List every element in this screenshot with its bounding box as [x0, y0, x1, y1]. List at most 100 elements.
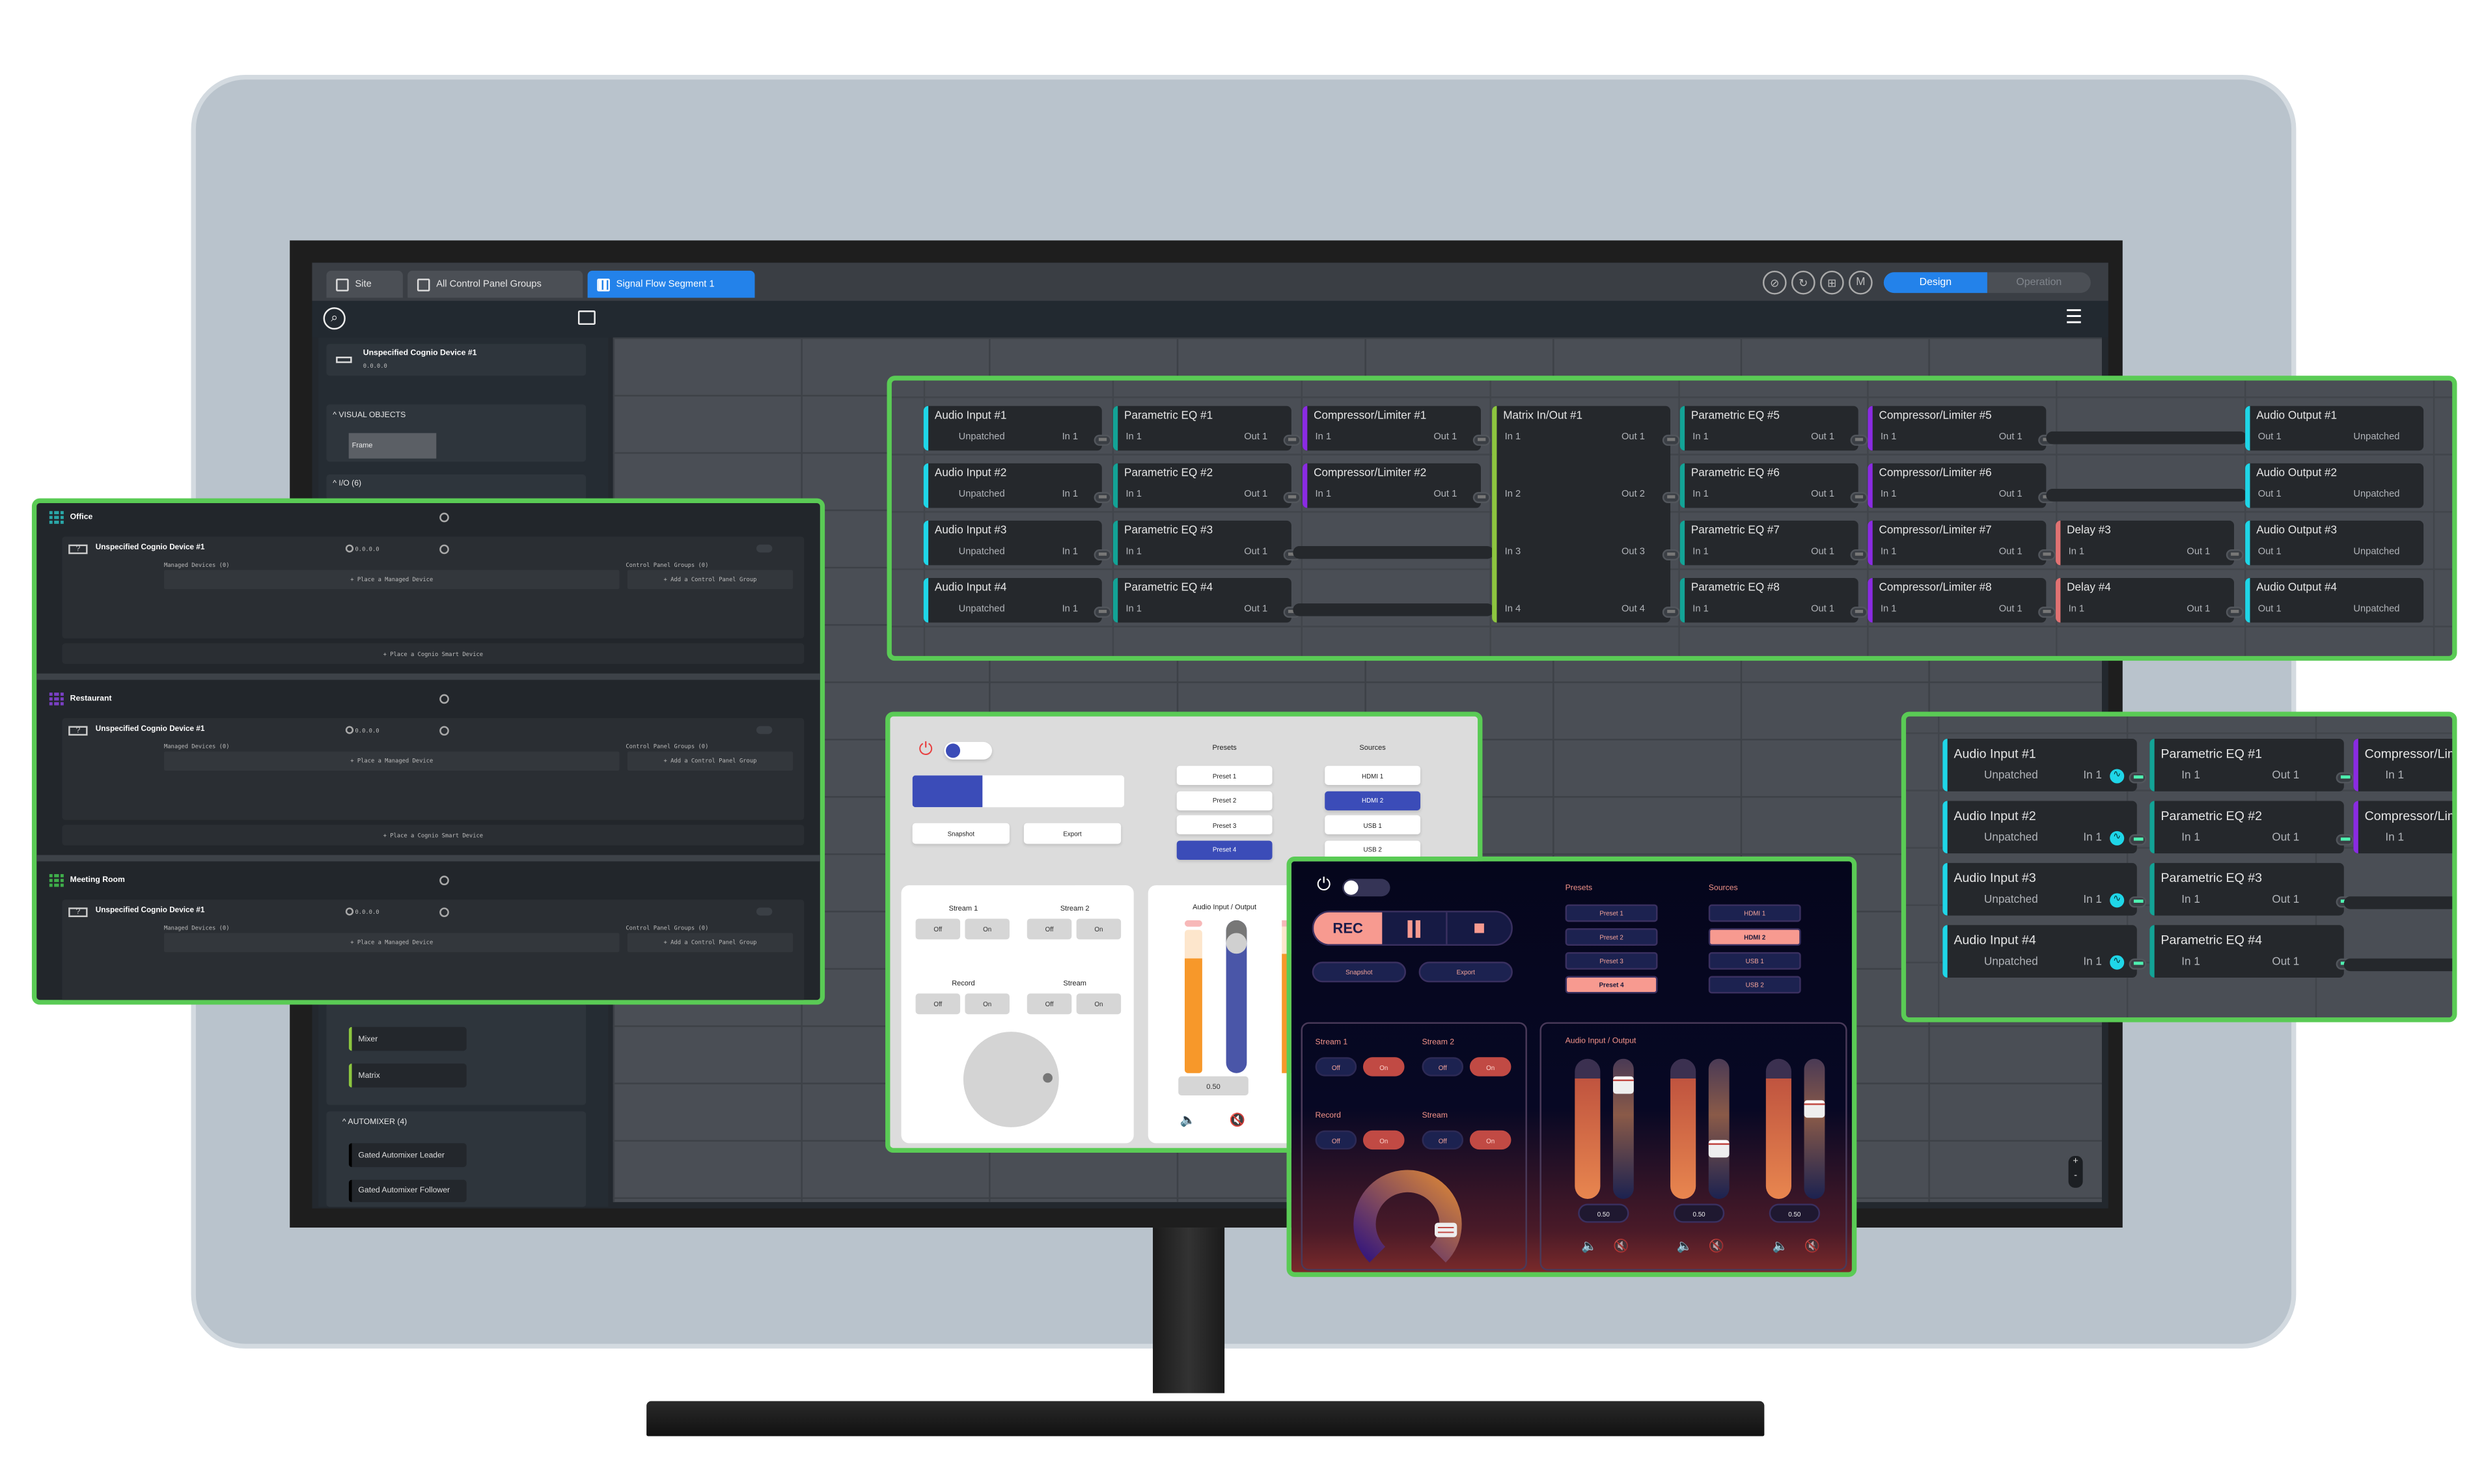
mute-icon[interactable]: 🔇 — [1613, 1239, 1629, 1254]
mute-icon[interactable]: 🔇 — [1229, 1112, 1245, 1127]
gauge-thumb[interactable] — [1435, 1222, 1457, 1237]
output-port[interactable] — [1850, 491, 1868, 502]
source-button[interactable]: HDMI 2 — [1325, 790, 1421, 810]
off-button[interactable]: Off — [1315, 1130, 1357, 1150]
on-button[interactable]: On — [1469, 1130, 1511, 1150]
output-port[interactable] — [2336, 771, 2354, 783]
volume-fader[interactable] — [1804, 1058, 1825, 1199]
fader-thumb[interactable] — [1804, 1101, 1825, 1119]
rotary-gauge[interactable] — [1352, 1156, 1463, 1267]
source-button[interactable]: HDMI 2 — [1708, 928, 1801, 946]
settings-circle-icon[interactable] — [439, 512, 449, 523]
output-port[interactable] — [1283, 433, 1301, 445]
output-port[interactable] — [2336, 833, 2354, 845]
output-port[interactable] — [2038, 548, 2056, 560]
sidebar-device-card[interactable]: Unspecified Cognio Device #1 0.0.0.0 — [326, 344, 586, 376]
zoom-in-button[interactable]: + — [2073, 1157, 2078, 1168]
preset-button[interactable]: Preset 2 — [1176, 790, 1273, 810]
output-port[interactable] — [1662, 433, 1680, 445]
power-icon[interactable]: ⏻ — [1317, 875, 1331, 895]
mute-icon[interactable]: 🔇 — [1804, 1239, 1820, 1254]
export-button[interactable]: Export — [1418, 961, 1513, 983]
power-icon[interactable]: ⏻ — [918, 740, 933, 760]
output-port[interactable] — [1850, 433, 1868, 445]
fader-thumb[interactable] — [1226, 933, 1247, 955]
off-button[interactable]: Off — [1027, 993, 1072, 1015]
add-control-panel-group-button[interactable]: + Add a Control Panel Group — [627, 933, 794, 952]
output-port[interactable] — [2129, 771, 2147, 783]
waveform-icon[interactable]: ∿ — [2110, 955, 2125, 970]
source-button[interactable]: USB 1 — [1325, 815, 1421, 834]
mode-switch[interactable]: Design Operation — [1883, 272, 2091, 294]
device-toggle[interactable] — [756, 544, 773, 553]
on-button[interactable]: On — [1076, 918, 1122, 940]
output-port[interactable] — [1094, 548, 1112, 560]
place-managed-device-button[interactable]: + Place a Managed Device — [163, 933, 620, 952]
speaker-icon[interactable]: 🔈 — [1772, 1239, 1789, 1254]
output-port[interactable] — [1662, 491, 1680, 502]
output-port[interactable] — [2129, 895, 2147, 907]
preset-button[interactable]: Preset 1 — [1565, 904, 1658, 922]
power-toggle[interactable] — [944, 741, 992, 760]
off-button[interactable]: Off — [915, 993, 961, 1015]
output-port[interactable] — [2129, 833, 2147, 845]
toolbox-icon[interactable] — [577, 310, 596, 325]
site-group-header[interactable]: Office — [49, 511, 92, 524]
pause-button[interactable] — [1382, 912, 1448, 944]
speaker-icon[interactable]: 🔈 — [1180, 1112, 1196, 1127]
source-button[interactable]: HDMI 1 — [1708, 904, 1801, 922]
settings-circle-icon[interactable] — [439, 694, 449, 704]
search-icon[interactable]: ⌕ — [323, 307, 346, 330]
sync-alert-icon[interactable]: ↻ — [1791, 270, 1815, 295]
m-icon[interactable]: M — [1849, 270, 1873, 295]
unlink-icon[interactable]: ⊘ — [1762, 270, 1787, 295]
device-toggle[interactable] — [756, 726, 773, 734]
on-button[interactable]: On — [1076, 993, 1122, 1015]
volume-fader[interactable] — [1708, 1058, 1730, 1199]
output-port[interactable] — [2226, 548, 2244, 560]
output-port[interactable] — [2129, 957, 2147, 969]
output-port[interactable] — [1850, 605, 1868, 617]
snapshot-button[interactable]: Snapshot — [912, 823, 1010, 844]
off-button[interactable]: Off — [1315, 1057, 1357, 1077]
signal-block[interactable]: Compressor/Limiter #1In 1 — [2353, 739, 2453, 791]
off-button[interactable]: Off — [1422, 1130, 1464, 1150]
add-control-panel-group-button[interactable]: + Add a Control Panel Group — [627, 570, 794, 590]
output-port[interactable] — [1472, 491, 1491, 502]
speaker-icon[interactable]: 🔈 — [1676, 1239, 1693, 1254]
section-header[interactable]: ^ VISUAL OBJECTS — [333, 411, 406, 420]
volume-fader[interactable] — [1613, 1058, 1634, 1199]
source-button[interactable]: HDMI 1 — [1325, 765, 1421, 785]
device-toggle[interactable] — [756, 907, 773, 916]
volume-fader[interactable] — [1226, 920, 1247, 1073]
settings-circle-icon[interactable] — [439, 875, 449, 886]
site-group-header[interactable]: Meeting Room — [49, 873, 125, 887]
waveform-icon[interactable]: ∿ — [2110, 769, 2125, 784]
on-button[interactable]: On — [965, 918, 1010, 940]
preset-button[interactable]: Preset 3 — [1565, 952, 1658, 970]
off-button[interactable]: Off — [1422, 1057, 1464, 1077]
